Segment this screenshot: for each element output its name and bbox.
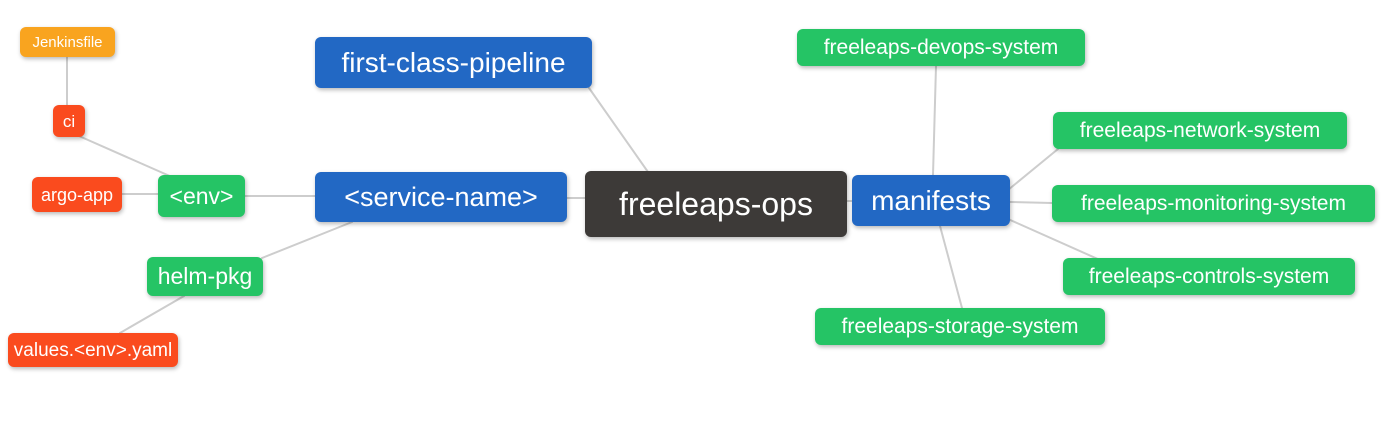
- edge-ci-env: [78, 135, 173, 178]
- edge-manifests-freeleaps-storage-system: [939, 225, 963, 309]
- node-label: argo-app: [40, 184, 114, 205]
- node-label: freeleaps-ops: [619, 186, 813, 222]
- edge-first-class-pipeline-freeleaps-ops: [588, 87, 649, 173]
- node-freeleaps-storage-system[interactable]: freeleaps-storage-system: [815, 308, 1105, 345]
- node-label: <service-name>: [344, 181, 538, 212]
- node-label: helm-pkg: [157, 263, 253, 289]
- node-label: freeleaps-network-system: [1079, 119, 1321, 142]
- node-freeleaps-monitoring-system[interactable]: freeleaps-monitoring-system: [1052, 185, 1375, 222]
- node-label: freeleaps-storage-system: [841, 315, 1079, 338]
- node-label: manifests: [871, 184, 991, 216]
- edge-helm-pkg-service-name: [261, 221, 353, 259]
- node-label: ci: [62, 111, 76, 131]
- node-helm-pkg[interactable]: helm-pkg: [147, 257, 263, 296]
- edge-manifests-freeleaps-devops-system: [932, 65, 937, 176]
- node-freeleaps-network-system[interactable]: freeleaps-network-system: [1053, 112, 1347, 149]
- node-values-env-yaml[interactable]: values.<env>.yaml: [8, 333, 178, 367]
- node-freeleaps-ops[interactable]: freeleaps-ops: [585, 171, 847, 237]
- node-label: freeleaps-devops-system: [823, 36, 1059, 59]
- node-label: <env>: [169, 182, 234, 209]
- node-first-class-pipeline[interactable]: first-class-pipeline: [315, 37, 592, 88]
- node-label: freeleaps-controls-system: [1088, 265, 1330, 288]
- edge-manifests-freeleaps-controls-system: [1007, 218, 1101, 261]
- node-manifests[interactable]: manifests: [852, 175, 1010, 226]
- edge-manifests-freeleaps-network-system: [1007, 148, 1059, 191]
- node-ci[interactable]: ci: [53, 105, 85, 137]
- node-label: values.<env>.yaml: [13, 339, 173, 361]
- node-label: Jenkinsfile: [32, 33, 103, 51]
- node-argo-app[interactable]: argo-app: [32, 177, 122, 212]
- edge-values-env-yaml-helm-pkg: [119, 295, 185, 334]
- node-env[interactable]: <env>: [158, 175, 245, 217]
- node-freeleaps-controls-system[interactable]: freeleaps-controls-system: [1063, 258, 1355, 295]
- edge-manifests-freeleaps-monitoring-system: [1009, 201, 1053, 204]
- node-label: freeleaps-monitoring-system: [1081, 192, 1346, 215]
- node-label: first-class-pipeline: [341, 46, 566, 78]
- node-freeleaps-devops-system[interactable]: freeleaps-devops-system: [797, 29, 1085, 66]
- node-service-name[interactable]: <service-name>: [315, 172, 567, 222]
- node-jenkinsfile[interactable]: Jenkinsfile: [20, 27, 115, 57]
